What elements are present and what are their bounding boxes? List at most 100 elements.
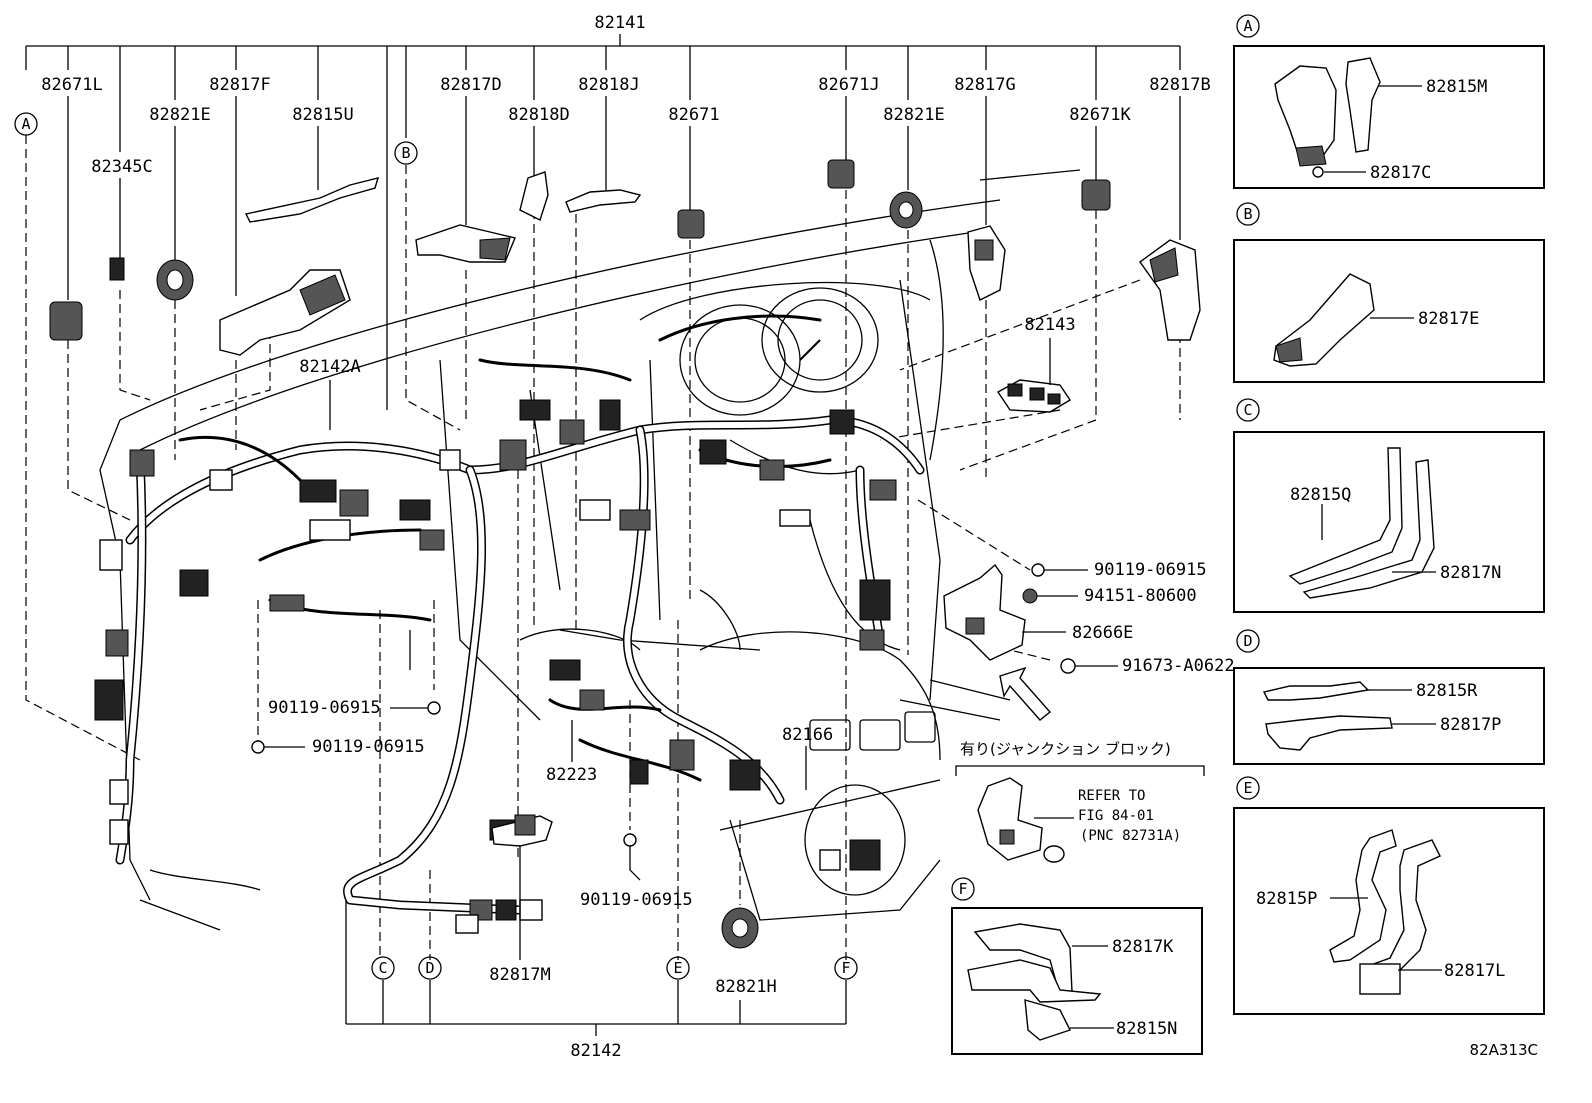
label-82345C: 82345C xyxy=(91,157,152,177)
svg-text:C: C xyxy=(378,959,387,977)
svg-text:D: D xyxy=(425,959,434,977)
part-82143 xyxy=(996,379,1071,413)
label-82666E: 82666E xyxy=(1072,623,1133,643)
bolt-91673 xyxy=(1060,658,1118,674)
part-82815U xyxy=(244,177,380,223)
bracket-82142 xyxy=(345,900,847,1036)
label-82671L: 82671L xyxy=(41,75,102,95)
label-90119-a: 90119-06915 xyxy=(268,698,381,718)
label-82821H: 82821H xyxy=(715,977,776,997)
part-82671L xyxy=(49,301,83,341)
label-90119-c: 90119-06915 xyxy=(580,890,693,910)
label-90119-right: 90119-06915 xyxy=(1094,560,1207,580)
label-82817M: 82817M xyxy=(489,965,550,985)
bolt-90119-a xyxy=(390,701,441,715)
bolt-90119-b xyxy=(251,740,305,754)
callout-F-main: F xyxy=(834,956,858,980)
label-82817E: 82817E xyxy=(1418,309,1479,329)
label-82142: 82142 xyxy=(570,1041,621,1061)
part-82821H xyxy=(721,907,759,949)
label-82817L: 82817L xyxy=(1444,961,1505,981)
label-82818J: 82818J xyxy=(578,75,639,95)
dashboard-outline xyxy=(99,169,1081,931)
part-82818J xyxy=(565,189,642,213)
callout-E-main: E xyxy=(666,956,690,980)
callout-C-main: C xyxy=(371,956,395,980)
label-82817D: 82817D xyxy=(440,75,501,95)
label-82817G: 82817G xyxy=(954,75,1015,95)
label-82821E-left: 82821E xyxy=(149,105,210,125)
svg-text:B: B xyxy=(1243,205,1252,223)
callout-A-main: A xyxy=(14,112,38,136)
inset-F: F 82817K 82815N xyxy=(951,877,1203,1055)
label-82815M: 82815M xyxy=(1426,77,1487,97)
part-82817G xyxy=(967,225,1006,301)
label-94151-80600: 94151-80600 xyxy=(1084,586,1197,606)
part-82671J xyxy=(827,159,855,189)
label-82817F: 82817F xyxy=(209,75,270,95)
diagram-code: 82A313C xyxy=(1470,1041,1538,1059)
part-82817D xyxy=(415,224,516,263)
part-82817B xyxy=(1139,239,1201,341)
label-90119-b: 90119-06915 xyxy=(312,737,425,757)
part-82666E xyxy=(943,563,1026,661)
bolt-90119-right xyxy=(1031,563,1088,577)
inset-D: D 82815R 82817P xyxy=(1233,629,1545,765)
part-82671 xyxy=(677,209,705,239)
label-82815Q: 82815Q xyxy=(1290,485,1351,505)
svg-text:A: A xyxy=(1243,17,1252,35)
part-82345C xyxy=(109,257,125,281)
callout-D-main: D xyxy=(418,956,442,980)
bolt-90119-c xyxy=(623,833,641,881)
top-leaders xyxy=(67,96,1181,300)
label-82671: 82671 xyxy=(668,105,719,125)
label-82815U: 82815U xyxy=(292,105,353,125)
refer-line-3: (PNC 82731A) xyxy=(1080,828,1181,844)
label-82815P: 82815P xyxy=(1256,889,1317,909)
refer-line-2: FIG 84-01 xyxy=(1078,808,1154,824)
part-82817F xyxy=(219,269,351,356)
svg-text:C: C xyxy=(1243,401,1252,419)
svg-text:D: D xyxy=(1243,632,1252,650)
connectors xyxy=(94,399,897,934)
part-82671K xyxy=(1081,179,1111,211)
washer-94151 xyxy=(1022,588,1078,604)
inset-A: A 82815M 82817C xyxy=(1233,14,1545,189)
part-82817M xyxy=(491,814,553,847)
inset-E: E 82815P 82817L xyxy=(1233,776,1545,1015)
label-82671K: 82671K xyxy=(1069,105,1131,125)
inset-C: C 82815Q 82817N xyxy=(1233,398,1545,613)
console-vents xyxy=(804,711,936,896)
svg-text:A: A xyxy=(21,115,30,133)
label-82815R: 82815R xyxy=(1416,681,1478,701)
label-82817B: 82817B xyxy=(1149,75,1210,95)
gauge-cluster xyxy=(639,281,931,416)
label-82817P: 82817P xyxy=(1440,715,1501,735)
label-82142A: 82142A xyxy=(299,357,360,377)
label-82671J: 82671J xyxy=(818,75,879,95)
label-82817C: 82817C xyxy=(1370,163,1431,183)
inset-B: B 82817E xyxy=(1233,202,1545,383)
part-82821E-right xyxy=(889,191,923,229)
arrow-icon xyxy=(999,666,1052,721)
part-82818D xyxy=(519,171,549,221)
label-82223: 82223 xyxy=(546,765,597,785)
label-82817N: 82817N xyxy=(1440,563,1501,583)
label-82817K: 82817K xyxy=(1112,937,1174,957)
svg-text:F: F xyxy=(958,880,967,898)
bracket-82141 xyxy=(25,34,1181,410)
label-82818D: 82818D xyxy=(508,105,569,125)
label-82143: 82143 xyxy=(1024,315,1075,335)
junction-note: 有り(ジャンクション ブロック) REFER TO FIG 84-01 (PNC… xyxy=(955,740,1205,863)
refer-line-1: REFER TO xyxy=(1078,788,1145,804)
label-82821E-right: 82821E xyxy=(883,105,944,125)
svg-text:E: E xyxy=(673,959,682,977)
svg-text:F: F xyxy=(841,959,850,977)
label-82166: 82166 xyxy=(782,725,833,745)
label-91673-A0622: 91673-A0622 xyxy=(1122,656,1235,676)
part-82821E-left xyxy=(156,259,194,301)
label-82141: 82141 xyxy=(594,13,645,33)
svg-text:E: E xyxy=(1243,779,1252,797)
